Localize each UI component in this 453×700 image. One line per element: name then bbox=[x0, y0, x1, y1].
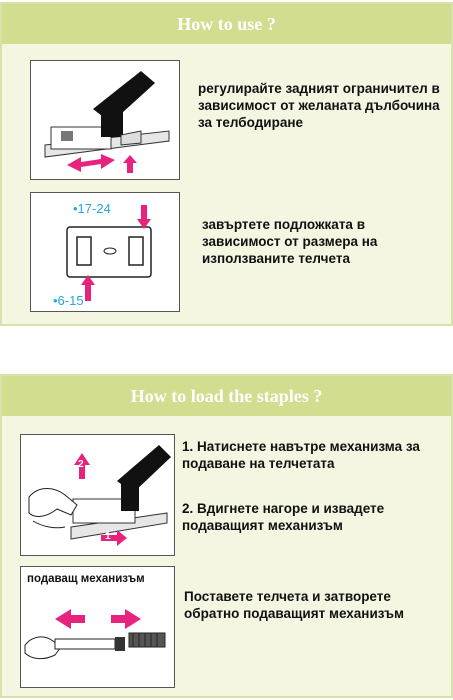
how-to-load-title: How to load the staples ? bbox=[2, 376, 451, 416]
how-to-use-panel: How to use ? регулирайте задният огранич… bbox=[0, 2, 453, 326]
anvil-plate-drawing bbox=[66, 205, 152, 301]
size-label-top: •17-24 bbox=[73, 201, 111, 216]
down-arrow-icon bbox=[137, 205, 151, 229]
feed-push-illustration: 2 1 bbox=[20, 434, 175, 556]
left-arrow-icon bbox=[55, 609, 85, 629]
step-anvil-text: завъртете подложката в зависимост от раз… bbox=[202, 217, 378, 266]
stapler-back-stop-drawing bbox=[44, 71, 170, 173]
badge-step-1: 1 bbox=[105, 531, 111, 542]
anvil-plate-illustration: •17-24 •6-15 bbox=[30, 192, 180, 312]
step-back-stop-text: регулирайте задният ограничител в зависи… bbox=[198, 81, 440, 130]
double-arrow-icon bbox=[67, 154, 115, 172]
back-stop-illustration bbox=[30, 60, 180, 180]
feed-push-drawing bbox=[28, 445, 171, 546]
feed-mechanism-illustration: подаващ механизъм bbox=[20, 566, 175, 688]
step-2-text: 2. Вдигнете нагоре и извадете подаващият… bbox=[182, 501, 385, 533]
up-arrow-icon-2 bbox=[81, 275, 95, 301]
how-to-use-title: How to use ? bbox=[2, 4, 451, 44]
step-1-text: 1. Натиснете навътре механизма за подава… bbox=[182, 439, 420, 471]
step-3-text: Поставете телчета и затворете обратно по… bbox=[184, 589, 404, 621]
up-arrow-step2-icon bbox=[74, 453, 90, 479]
size-label-bottom: •6-15 bbox=[53, 293, 84, 308]
feed-mechanism-label: подаващ механизъм bbox=[27, 573, 145, 585]
feed-mechanism-drawing bbox=[24, 609, 166, 660]
badge-step-2: 2 bbox=[78, 459, 84, 470]
how-to-load-panel: How to load the staples ? 2 1 1. Натисне… bbox=[0, 374, 453, 698]
right-arrow-step1-icon bbox=[101, 530, 127, 546]
right-arrow-icon bbox=[111, 609, 141, 629]
up-arrow-icon bbox=[123, 155, 137, 173]
